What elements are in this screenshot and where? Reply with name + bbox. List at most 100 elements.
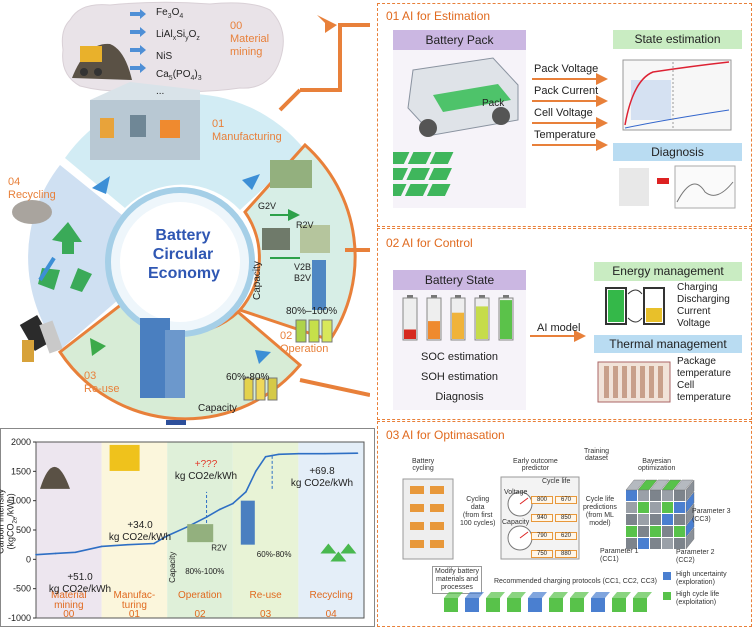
carbon-point — [166, 535, 168, 537]
bayesian-cube — [625, 479, 695, 550]
cube-cell — [662, 526, 673, 537]
center-line2: Circular — [152, 246, 214, 263]
svg-text:00: 00 — [63, 609, 75, 620]
mineral-2: NiS — [156, 51, 173, 62]
thermal-mgmt-header: Thermal management — [594, 335, 742, 353]
carbon-point — [35, 553, 37, 556]
ai-model-arrow — [530, 330, 586, 342]
signal-pack-current: Pack Current — [534, 85, 599, 97]
chart-ylabel: Carbon intensity (kgCO2e/kWh) — [0, 488, 19, 554]
diagnosis-header: Diagnosis — [613, 143, 742, 161]
protocol-cube-top — [570, 592, 589, 598]
legend-green-2: (exploitation) — [676, 599, 717, 606]
svg-text:Material: Material — [51, 590, 87, 601]
stage04-num: 04 — [8, 176, 21, 188]
car-chassis-image — [262, 228, 290, 250]
carbon-annotation: +69.8kg CO2e/kWh — [291, 466, 353, 489]
param2-label: Parameter 2 (CC2) — [676, 549, 715, 565]
battery-state-header: Battery State — [393, 270, 526, 290]
cycle-life-pred-4: model) — [589, 520, 611, 527]
pack-label: Pack — [482, 98, 505, 109]
legend-green-1: High cycle life — [676, 591, 720, 598]
recycle-icon-part — [320, 543, 337, 554]
svg-text:Recycling: Recycling — [310, 590, 353, 601]
reuse-capacity-label: Capacity — [198, 403, 237, 414]
connector-arrow-bottom — [299, 378, 370, 397]
stage-band — [36, 442, 102, 618]
inset-reuse-range: 60%-80% — [257, 550, 292, 559]
reuse-building-icon — [240, 500, 255, 545]
cell-terminal — [503, 295, 509, 299]
grid-tower-image — [300, 225, 330, 253]
stage02-num: 02 — [280, 330, 293, 342]
svg-text:03: 03 — [260, 609, 272, 620]
stage01-num: 01 — [212, 118, 225, 130]
cube-side — [685, 503, 695, 526]
excavator-icon — [80, 46, 102, 62]
stage-band — [101, 442, 168, 618]
stage-band — [298, 442, 364, 618]
cube-cell — [662, 490, 673, 501]
bayesian-2: optimization — [638, 465, 676, 472]
cube-side — [685, 479, 695, 502]
carbon-point — [356, 452, 359, 454]
param2-1: Parameter 2 — [676, 549, 715, 556]
battery-cells-op — [295, 319, 333, 343]
op-range-label: 80%–100% — [286, 306, 338, 317]
cube-top — [625, 479, 646, 491]
cell-terminal — [431, 295, 437, 299]
cell-charge — [476, 306, 488, 339]
legend-blue-2: (exploration) — [676, 579, 715, 586]
svg-text:turing: turing — [122, 600, 147, 611]
cycle-life-cell: 790 — [531, 532, 553, 540]
cycle-life-pred-1: Cycle life — [585, 496, 615, 503]
connector-arrow-top — [300, 23, 370, 92]
reuse-range-label: 60%-80% — [226, 372, 270, 383]
legend-blue-1: High uncertainty — [676, 571, 727, 578]
thermal-items: Package temperature Cell temperature — [677, 356, 731, 404]
inset-r2v: R2V — [211, 544, 227, 553]
recommended-protocol-cubes — [444, 592, 652, 612]
stage03-name: Re-use — [84, 383, 120, 395]
stage01-label: 01 Manufacturing — [212, 118, 282, 144]
modify-3: processes — [441, 584, 473, 591]
energy-voltage: Voltage — [677, 318, 711, 329]
cycle-life-pred-label: Cycle life predictions (from ML model) — [583, 496, 617, 528]
svg-text:+34.0: +34.0 — [127, 520, 153, 531]
cube-cell — [626, 514, 637, 525]
y-tick-label: 1500 — [11, 466, 31, 476]
batteries-image — [19, 315, 63, 362]
rock-icon — [12, 200, 52, 224]
energy-batteries-image — [605, 287, 665, 325]
svg-text:mining: mining — [54, 600, 83, 611]
soc-estimation: SOC estimation — [420, 351, 499, 363]
minerals-list: Fe3O4 LiAlxSiyOz NiS Ca5(PO4)3 ... — [156, 4, 202, 97]
building-image — [312, 260, 326, 310]
stage03-label: 03 Re-use — [84, 370, 119, 396]
cycle-life-cell: 880 — [555, 550, 577, 558]
thermal-package: Package — [677, 356, 716, 367]
operation-image — [187, 524, 214, 543]
cell-terminal — [479, 295, 485, 299]
car-icon — [166, 420, 186, 425]
protocol-cube-top — [528, 592, 547, 598]
mining-mound-icon — [40, 466, 70, 489]
cube-side — [685, 491, 695, 514]
cycle-life-cell: 940 — [531, 514, 553, 522]
cell-charge — [452, 312, 464, 339]
stage02-name: Operation — [280, 343, 329, 355]
stage01-name: Manufacturing — [212, 131, 282, 143]
param1-2: (CC1) — [600, 556, 619, 563]
protocol-cube — [507, 598, 521, 612]
cube-cell — [674, 490, 685, 501]
battery-pack-header: Battery Pack — [393, 30, 526, 50]
signal-pack-voltage: Pack Voltage — [534, 63, 599, 75]
cube-cell — [626, 502, 637, 513]
carbon-point — [277, 453, 280, 456]
svg-text:+69.8: +69.8 — [309, 466, 335, 477]
cube-cell — [662, 538, 673, 549]
battery-cycling-1: Battery — [412, 458, 435, 465]
